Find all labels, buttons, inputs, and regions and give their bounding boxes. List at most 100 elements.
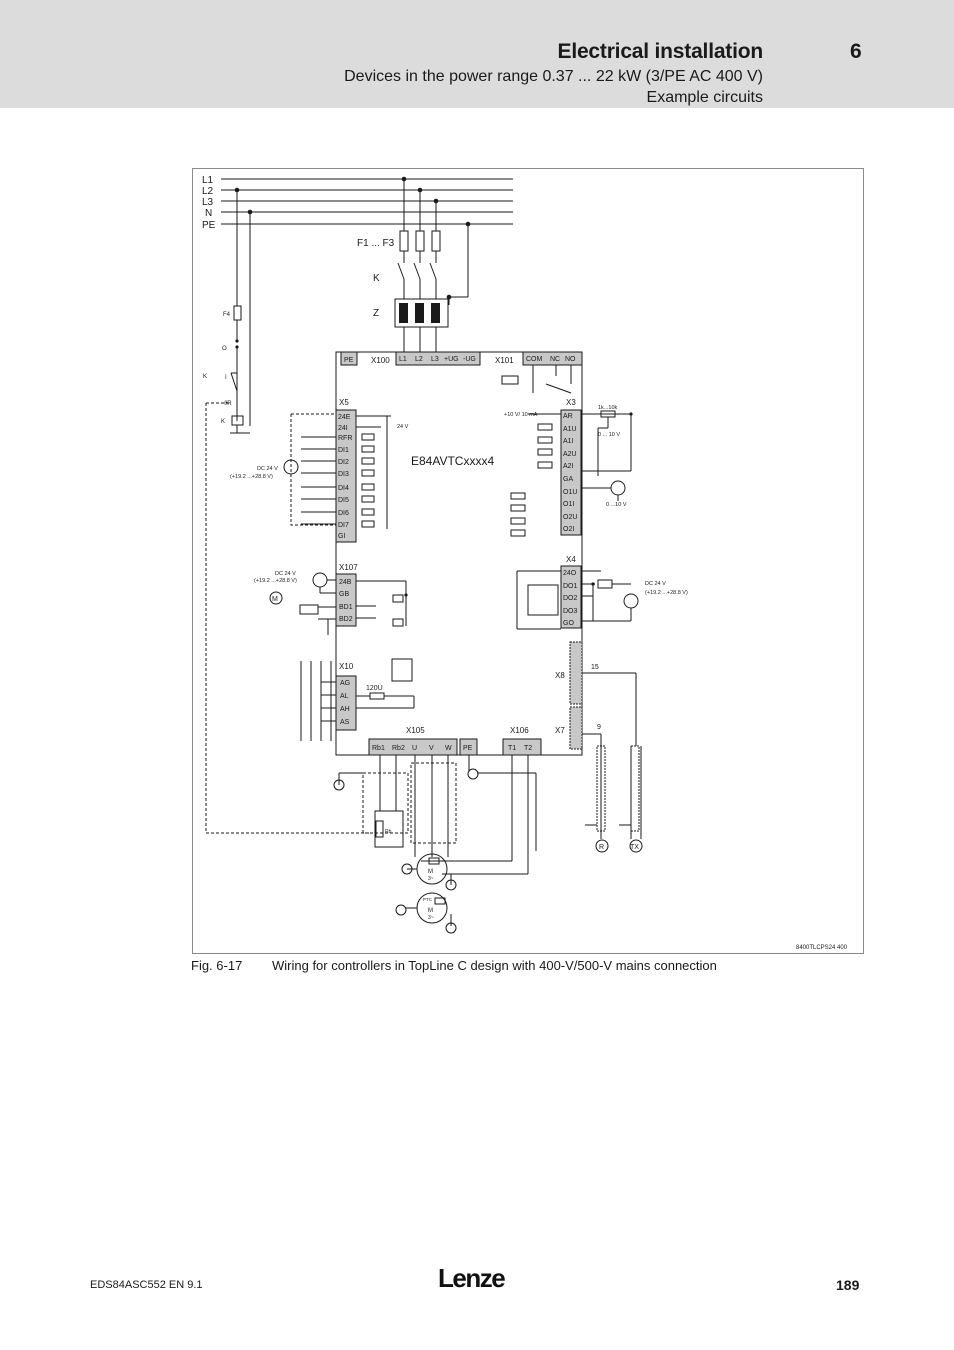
wiring-diagram: L1 L2 L3 N PE F1 ... F3 K Z F4 O I K ϑR …	[192, 168, 864, 954]
lenze-logo-text: Lenze	[438, 1263, 505, 1293]
meter-range: 0 ...10 V	[606, 502, 627, 508]
page-title: Electrical installation	[557, 40, 764, 63]
x101-label: X101	[495, 356, 514, 365]
x10-term: AG	[340, 680, 350, 687]
pot-range: 1k...10k	[598, 405, 618, 411]
r120-label: 120Ù	[366, 683, 383, 692]
x105-term: Rb1	[372, 745, 385, 752]
lenze-logo: Lenze	[438, 1263, 507, 1293]
x5-term: 24I	[338, 425, 348, 432]
x105-term: U	[412, 745, 417, 752]
k-coil-label: K	[221, 419, 225, 425]
dc24-right-range: (+19.2 ...+28.8 V)	[645, 590, 688, 596]
x5-term: DI6	[338, 510, 349, 517]
x5-label: X5	[339, 398, 349, 407]
x5-term: 24E	[338, 414, 351, 421]
x3-term: O2U	[563, 514, 577, 521]
x105-label: X105	[406, 726, 425, 735]
x5-term: DI2	[338, 459, 349, 466]
wiring-diagram-svg: L1 L2 L3 N PE F1 ... F3 K Z F4 O I K ϑR …	[202, 175, 848, 951]
mains-l1: L1	[202, 175, 214, 186]
x4-label: X4	[566, 555, 576, 564]
x4-term: 24O	[563, 570, 577, 577]
x106-term: T2	[524, 745, 532, 752]
x105-term: Rb2	[392, 745, 405, 752]
brake-motor-label: M	[272, 596, 278, 603]
caption-number: Fig. 6-17	[191, 958, 243, 973]
x7-label: X7	[555, 726, 565, 735]
x7-pin: 9	[597, 724, 601, 731]
x3-term: A2U	[563, 451, 577, 458]
x106-label: X106	[510, 726, 529, 735]
mains-l3: L3	[202, 197, 214, 208]
v24-label: 24 V	[397, 424, 409, 430]
page-header: Electrical installation 6 Devices in the…	[0, 0, 954, 108]
x106-term: T1	[508, 745, 516, 752]
x4-term: DO2	[563, 595, 578, 602]
chapter-number: 6	[850, 40, 862, 63]
motor-ptc-m: M	[428, 908, 433, 914]
contactor-label: K	[373, 273, 380, 284]
x101-no: NO	[565, 356, 576, 363]
x5-term: GI	[338, 533, 345, 540]
x10-term: AL	[340, 693, 349, 700]
caption-text: Wiring for controllers in TopLine C desi…	[272, 958, 717, 973]
x5-term: DI3	[338, 471, 349, 478]
x105-pe: PE	[463, 745, 473, 752]
x5-term: DI7	[338, 522, 349, 529]
brake-resistor-label: Rb	[385, 829, 392, 835]
x8-pin: 15	[591, 664, 599, 671]
x3-term: O1U	[563, 489, 577, 496]
x100-ug-plus: +UG	[444, 356, 459, 363]
device-name: E84AVTCxxxx4	[411, 454, 494, 468]
x100-ug-minus: -UG	[463, 356, 476, 363]
page-subtitle-2: Example circuits	[646, 89, 763, 106]
x100-l1: L1	[399, 356, 407, 363]
switch-k-label: K	[203, 374, 207, 380]
x100-l2: L2	[415, 356, 423, 363]
motor-ptc-phases: 3~	[428, 915, 434, 921]
resolver-label: R	[599, 844, 604, 851]
fuses-label: F1 ... F3	[357, 238, 395, 249]
ptc-label: PTC	[423, 897, 433, 902]
x3-term: O1I	[563, 501, 574, 508]
dc24-x107-range: (+19.2 ...+28.8 V)	[254, 578, 297, 584]
motor-label: M	[428, 869, 433, 875]
x3-term: GA	[563, 476, 573, 483]
choke-label: Z	[373, 308, 379, 319]
x107-term: BD1	[339, 604, 353, 611]
x4-term: DO1	[563, 583, 578, 590]
x5-term: RFR	[338, 435, 352, 442]
x3-term: A1I	[563, 438, 574, 445]
dc24-left: DC 24 V	[257, 466, 278, 472]
x5-term: DI4	[338, 485, 349, 492]
x101-nc: NC	[550, 356, 560, 363]
dc24-left-range: (+19.2 ...+28.8 V)	[230, 474, 273, 480]
x107-term: BD2	[339, 616, 353, 623]
pe-terminal: PE	[344, 357, 354, 364]
mains-pe: PE	[202, 220, 216, 231]
x4-term: DO3	[563, 608, 578, 615]
x105-term: W	[445, 745, 452, 752]
x107-term: 24B	[339, 579, 352, 586]
ref-supply: +10 V/ 10 mA	[504, 412, 538, 418]
encoder-label: TX	[630, 844, 639, 851]
page-number: 189	[836, 1277, 860, 1293]
switch-o-label: O	[222, 346, 227, 352]
motor-phases: 3~	[428, 876, 434, 882]
x100-l3: L3	[431, 356, 439, 363]
f4-label: F4	[223, 312, 231, 318]
x105-term: V	[429, 745, 434, 752]
x4-term: GO	[563, 620, 574, 627]
dc24-x107: DC 24 V	[275, 571, 296, 577]
x10-term: AH	[340, 706, 350, 713]
x10-term: AS	[340, 719, 350, 726]
mains-l2: L2	[202, 186, 214, 197]
x107-term: GB	[339, 591, 349, 598]
document-id: EDS84ASC552 EN 9.1	[90, 1279, 203, 1291]
x3-term: O2I	[563, 526, 574, 533]
x3-term: A1U	[563, 426, 577, 433]
range-0-10: 0 ... 10 V	[598, 432, 620, 438]
x101-com: COM	[526, 356, 543, 363]
mains-n: N	[205, 208, 212, 219]
